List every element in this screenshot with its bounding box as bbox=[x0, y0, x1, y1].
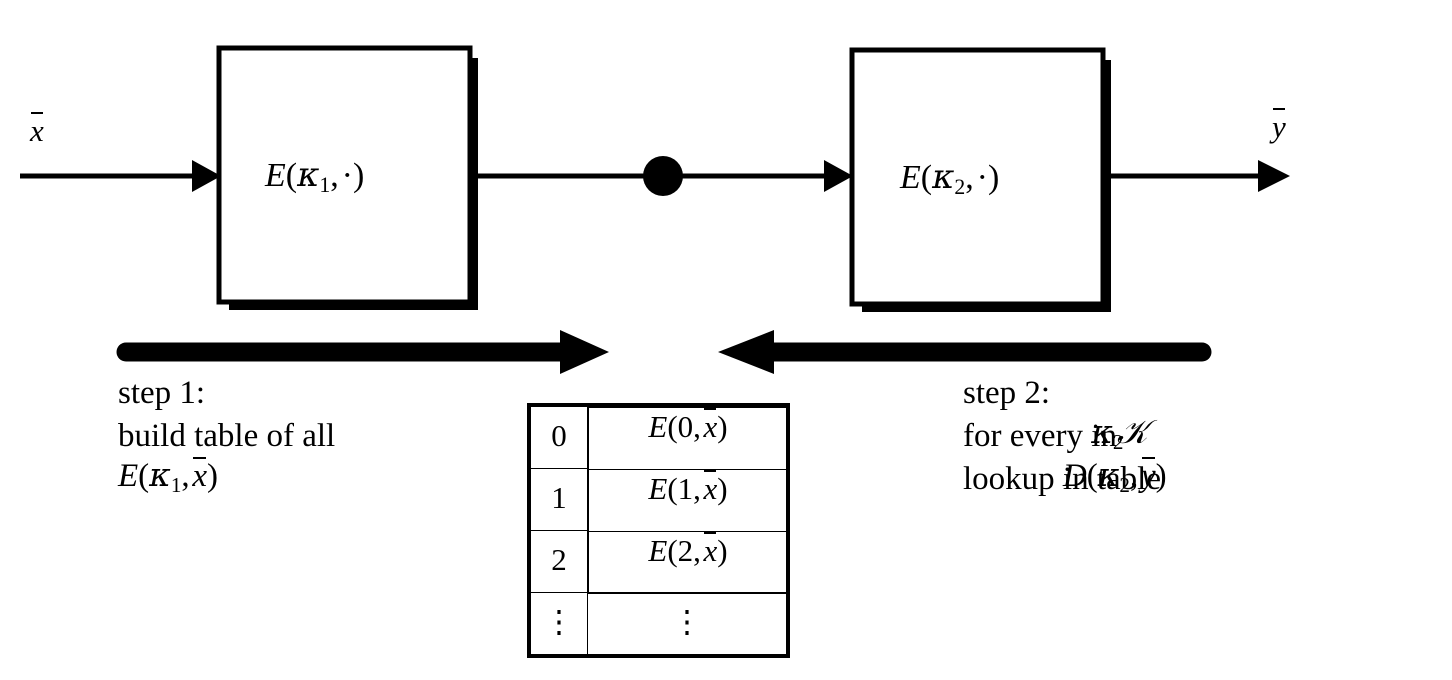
table-row: ⋮ ⋮ bbox=[528, 592, 789, 657]
table-value-arg1: 1 bbox=[677, 470, 694, 506]
table-value-fn: E bbox=[648, 409, 668, 444]
step-1-key-subscript: 1 bbox=[170, 472, 182, 497]
step-1-arrowhead-icon bbox=[560, 330, 609, 374]
encrypt-1-arg-dot: · bbox=[341, 157, 353, 194]
step-1-fn: E bbox=[118, 458, 139, 494]
table-row[interactable]: 1 E(1, x) bbox=[528, 468, 788, 532]
table-cell-key: 0 bbox=[528, 404, 588, 469]
encrypt-1-fn: E bbox=[265, 157, 286, 194]
step-2-line-3: lookup D(κ2, y) in table bbox=[963, 455, 1167, 497]
step-2-arrowhead-icon bbox=[718, 330, 774, 374]
encrypt-2-open-paren: ( bbox=[920, 159, 933, 196]
output-signal-text: y bbox=[1272, 108, 1286, 144]
table-cell-key: 2 bbox=[528, 530, 588, 593]
step-2-decrypt-key-subscript: 2 bbox=[1119, 472, 1130, 497]
table-cell-key: 1 bbox=[528, 468, 588, 531]
encrypt-1-box[interactable] bbox=[216, 45, 473, 305]
encrypt-2-comma: , bbox=[965, 159, 974, 196]
encrypt-2-arg-dot: · bbox=[976, 159, 988, 196]
step-2-line-3-prefix: lookup bbox=[963, 461, 1055, 497]
table-cell-value: E(0, x) bbox=[588, 407, 788, 470]
table-cell-value: E(1, x) bbox=[588, 468, 788, 532]
key-space-symbol: 𝒦 bbox=[1116, 412, 1148, 451]
input-signal-text: x bbox=[30, 112, 44, 148]
table-value-fn: E bbox=[648, 470, 668, 506]
table-cell-value: E(2, x) bbox=[588, 530, 788, 594]
middle-arrowhead-icon bbox=[824, 160, 853, 192]
step-2-line-2: for every κ2 in 𝒦 bbox=[963, 415, 1161, 458]
step-2-line-1: step 2: bbox=[963, 375, 1051, 411]
step-2-line-2-prefix: for every bbox=[963, 418, 1084, 454]
encrypt-1-open-paren: ( bbox=[285, 157, 298, 194]
lookup-table-body: 0 E(0, x) 1 E(1, x) 2 E(2, x) ⋮ ⋮ bbox=[528, 404, 789, 657]
step-1-line-2: build table of all bbox=[118, 418, 336, 454]
table-value-arg2: x bbox=[703, 408, 718, 444]
table-cell-value-ellipsis: ⋮ bbox=[587, 592, 789, 657]
encrypt-1-close-paren: ) bbox=[352, 157, 365, 194]
step-2-decrypt-arg: y bbox=[1140, 457, 1156, 494]
step-2-decrypt-key-symbol: κ bbox=[1097, 455, 1120, 494]
precomputed-lookup-table[interactable]: 0 E(0, x) 1 E(1, x) 2 E(2, x) ⋮ ⋮ bbox=[527, 403, 790, 658]
step-2-key-symbol: κ bbox=[1091, 412, 1113, 451]
table-value-arg2: x bbox=[703, 469, 718, 506]
intermediate-value-node bbox=[643, 156, 683, 196]
encrypt-1-key-subscript: 1 bbox=[319, 173, 331, 198]
encrypt-2-label: E(κ2, ·) bbox=[900, 160, 999, 199]
table-value-arg1: 0 bbox=[677, 409, 694, 444]
encrypt-2-close-paren: ) bbox=[987, 159, 1000, 196]
input-arrowhead-icon bbox=[192, 160, 221, 192]
table-value-fn: E bbox=[648, 532, 668, 568]
output-arrowhead-icon bbox=[1258, 160, 1290, 192]
table-cell-key-ellipsis: ⋮ bbox=[528, 592, 588, 657]
step-1-caption: step 1: build table of all E(κ1, x) bbox=[118, 372, 336, 495]
input-signal-label: x bbox=[30, 112, 44, 148]
table-value-arg2: x bbox=[703, 531, 718, 568]
encrypt-2-fn: E bbox=[900, 159, 921, 196]
step-1-line-3: E(κ1, x) bbox=[118, 455, 219, 497]
table-row[interactable]: 0 E(0, x) bbox=[528, 404, 788, 470]
step-1-line-1: step 1: bbox=[118, 375, 206, 411]
encrypt-1-key-symbol: κ bbox=[297, 155, 320, 195]
table-row[interactable]: 2 E(2, x) bbox=[528, 530, 788, 594]
step-1-key-symbol: κ bbox=[149, 455, 171, 494]
step-1-arg: x bbox=[192, 457, 208, 494]
step-2-caption: step 2: for every κ2 in 𝒦 lookup D(κ2, y… bbox=[963, 372, 1167, 501]
step-2-key-subscript: 2 bbox=[1112, 429, 1124, 454]
step-2-line-2-mid: in bbox=[1091, 418, 1117, 454]
step-2-line-3-suffix: in table bbox=[1062, 461, 1161, 497]
encrypt-1-comma: , bbox=[330, 157, 339, 194]
encrypt-2-key-symbol: κ bbox=[932, 157, 955, 197]
encrypt-2-key-subscript: 2 bbox=[954, 175, 966, 200]
encrypt-1-label: E(κ1, ·) bbox=[265, 158, 364, 197]
output-signal-label: y bbox=[1272, 108, 1286, 144]
table-value-arg1: 2 bbox=[677, 532, 694, 568]
step-2-decrypt-fn: D bbox=[1062, 458, 1087, 494]
